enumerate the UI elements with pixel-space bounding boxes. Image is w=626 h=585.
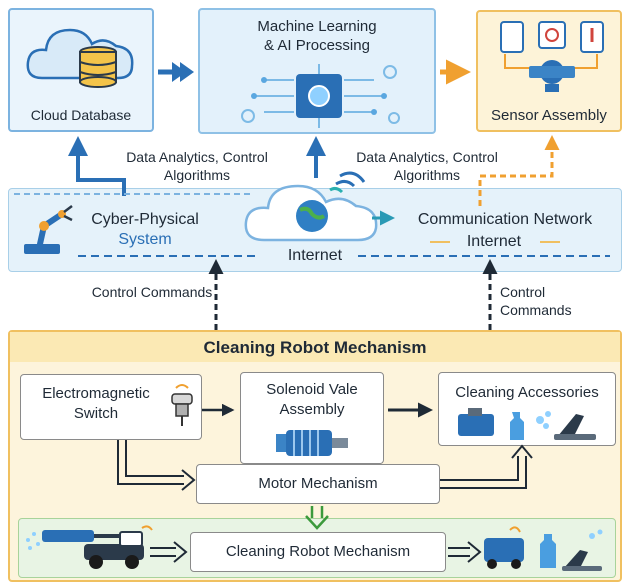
cps-to-db-arrow <box>68 136 126 196</box>
internet-cloud-icon <box>244 171 378 242</box>
sensors-icon <box>500 21 604 92</box>
cleaning-robot-icon <box>26 525 153 569</box>
cleaning-tools-icon <box>484 526 603 571</box>
cleaning-accessories-label: Cleaning Accessories <box>455 384 599 401</box>
section-title: Cleaning Robot Mechanism <box>203 338 427 357</box>
electromagnetic-line1: Electromagnetic <box>42 385 150 402</box>
solenoid-line1: Solenoid Vale <box>266 381 358 398</box>
robot-arm-icon <box>24 205 73 254</box>
analytics-right-line2: Algorithms <box>393 167 461 183</box>
control-commands-left: Control Commands <box>91 284 213 300</box>
analytics-left-line2: Algorithms <box>163 167 231 183</box>
bottom-right-arrow <box>448 541 482 563</box>
db-to-ml-arrow <box>158 62 194 82</box>
switch-to-motor-arrow <box>117 440 196 491</box>
cyber-physical-line2: System <box>118 231 172 248</box>
section-title-bar <box>10 332 620 362</box>
cleaning-robot-bottom-label: Cleaning Robot Mechanism <box>225 543 411 560</box>
network-to-sensor-arrow <box>478 135 560 206</box>
solenoid-line2: Assembly <box>279 401 345 418</box>
cleaning-robot-bottom-node <box>190 532 446 572</box>
cyber-physical-line1: Cyber-Physical <box>91 211 199 228</box>
motor-to-accessories-arrow <box>440 444 533 489</box>
cloud-database-node: Cloud Database <box>8 8 154 132</box>
motor-mechanism-label: Motor Mechanism <box>258 475 378 492</box>
communication-network-label: Communication Network <box>417 211 593 228</box>
electromagnetic-line2: Switch <box>73 405 119 422</box>
cloud-database-label: Cloud Database <box>30 107 132 123</box>
accessories-icon <box>458 408 596 440</box>
ai-chip-icon <box>241 64 400 128</box>
ml-ai-title-line1: Machine Learning <box>257 18 377 35</box>
ml-ai-node: Machine Learning & AI Processing <box>198 8 436 134</box>
comm-internet-label: Internet <box>466 233 522 250</box>
analytics-right-line1: Data Analytics, Control <box>356 149 498 165</box>
electromagnetic-switch-node <box>20 374 202 440</box>
motor-mechanism-node <box>196 464 440 504</box>
internet-cloud-label: Internet <box>287 247 343 264</box>
sensor-assembly-node: Sensor Assembly <box>476 10 622 132</box>
sensor-assembly-label: Sensor Assembly <box>491 107 607 124</box>
control-commands-right-line2: Commands <box>500 302 572 318</box>
solenoid-motor-icon <box>276 430 348 456</box>
ml-ai-title-line2: & AI Processing <box>264 37 370 54</box>
switch-icon <box>171 384 193 426</box>
analytics-left-line1: Data Analytics, Control <box>126 149 268 165</box>
database-cloud-icon <box>26 28 134 88</box>
bottom-left-arrow <box>150 541 188 563</box>
control-commands-right-line1: Control <box>500 284 546 300</box>
motor-to-bottom-arrow <box>305 506 329 530</box>
